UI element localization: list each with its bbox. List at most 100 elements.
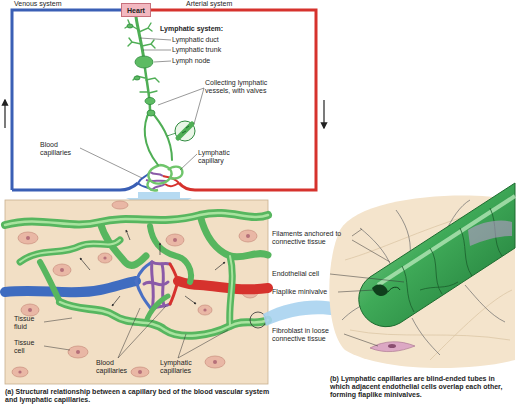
leader-line (44, 318, 72, 322)
tissue-panel (5, 200, 268, 384)
fibroblast (370, 342, 415, 352)
cell-border (420, 282, 458, 290)
cell-nucleus (26, 236, 30, 240)
valve-callout (175, 121, 195, 141)
lymphatic-capillary (20, 240, 120, 262)
anchoring-filament (360, 228, 392, 268)
minivalve (372, 285, 400, 297)
lymphatic-capillary (146, 296, 168, 322)
lymphatic-capillary-tube (378, 196, 515, 285)
lymphatic-capillary (5, 213, 268, 336)
lymph-node (127, 24, 155, 116)
tissue-cell (98, 253, 112, 263)
part-label: Lymphatic trunk (172, 46, 252, 54)
group-heading: Lymphatic system: (160, 25, 250, 33)
tissue-cell (198, 305, 212, 315)
leader-line (338, 290, 374, 292)
heart-box: Heart (121, 3, 151, 17)
endothelial-cell (468, 220, 512, 246)
leader-line (44, 306, 228, 358)
lymphatic-vessel (125, 17, 172, 165)
lymphatic-vessel (139, 23, 152, 32)
cell-nucleus (60, 268, 64, 272)
leader-line (80, 148, 142, 178)
blood-capillary (152, 262, 154, 310)
capillary-bed (152, 184, 165, 190)
leader-line (330, 274, 404, 282)
tissue-cell (53, 264, 71, 276)
leader-line (352, 240, 390, 262)
cell-nucleus (103, 256, 106, 259)
leader-line (194, 88, 204, 124)
figure-caption: (a) Structural relationship between a ca… (5, 388, 271, 404)
anchoring-filament (396, 210, 410, 256)
fluid-arrow (185, 296, 196, 304)
cell-nucleus (18, 234, 252, 374)
flow-arrow (323, 100, 324, 128)
part-label: Collecting lymphatic vessels, with valve… (205, 79, 269, 95)
flow-arrow (5, 100, 324, 128)
arterial-line (151, 10, 316, 190)
tissue-cell (239, 230, 257, 242)
cell-nucleus (28, 308, 32, 312)
leader-line (118, 308, 140, 358)
part-label: Lymphatic capillaries (160, 359, 208, 375)
fluid-arrow (215, 262, 225, 270)
lymphatic-capillary (200, 215, 268, 257)
lymphatic-vessel (140, 91, 157, 93)
anchoring-filament (412, 318, 440, 355)
lymphatic-vessel (150, 110, 172, 160)
leader-line (352, 229, 362, 236)
lymph-node (135, 56, 153, 68)
part-label: Fibroblast in loose connective tissue (272, 327, 346, 343)
part-label: Lymphatic duct (172, 36, 252, 44)
fibroblast (388, 344, 396, 348)
endothelial-cell (468, 220, 512, 246)
leader-line (143, 50, 171, 51)
lymphatic-capillary (148, 165, 183, 190)
system-label: Venous system (14, 0, 84, 8)
part-label: Blood capillaries (96, 359, 138, 375)
part-label: Endothelial cell (272, 270, 332, 278)
leader-line (154, 61, 171, 62)
lymph-node (145, 98, 155, 105)
tissue-cell (21, 304, 39, 316)
lymphatic-vessel (145, 110, 158, 165)
blood-capillary (170, 281, 178, 304)
cell-nucleus (213, 360, 217, 364)
part-label: Lymph node (172, 57, 252, 65)
minivalve (388, 287, 400, 292)
fluid-arrow (80, 258, 90, 270)
flow-arrow (4, 100, 5, 128)
tissue-cell (18, 232, 38, 244)
lymph-node (134, 76, 140, 80)
cell-nucleus (138, 370, 142, 374)
part-label: Filaments anchored to connective tissue (272, 230, 356, 246)
leader-line (140, 38, 171, 40)
node-text: Heart (127, 7, 145, 14)
tissue-cell (68, 346, 88, 358)
lymphatic-vessel (142, 40, 155, 48)
lymphatic-capillary (148, 165, 171, 184)
tissue-cell (12, 367, 28, 377)
lymphatic-capillary (230, 256, 233, 326)
tissue-cell (166, 234, 184, 246)
tissue-cell (112, 201, 128, 209)
fluid-arrow (80, 230, 225, 306)
cell-nucleus (203, 308, 206, 311)
part-label: Flaplike minivalve (272, 288, 340, 296)
capillary-bed (165, 183, 179, 186)
cell-nucleus (76, 350, 80, 354)
fluid-arrow (126, 230, 130, 240)
blood-capillary (170, 264, 178, 281)
lymphatic-capillary (40, 262, 60, 302)
tissue-cell (205, 356, 225, 368)
lymphatic-capillary (5, 213, 268, 225)
system-label: Arterial system (186, 0, 256, 8)
lymph-node (147, 110, 155, 116)
fibroblast (370, 342, 415, 352)
venous-line (12, 10, 138, 190)
part-label: Tissue fluid (14, 315, 44, 331)
